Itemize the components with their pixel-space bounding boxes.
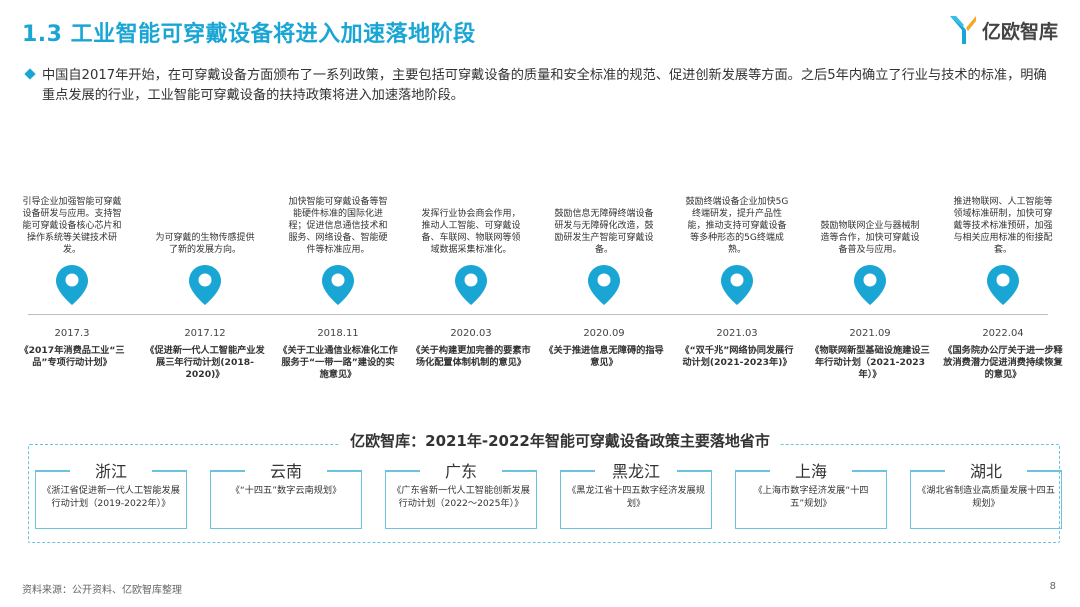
card-border bbox=[852, 470, 886, 472]
card-border bbox=[1027, 470, 1061, 472]
location-pin-icon bbox=[455, 265, 487, 305]
page-number: 8 bbox=[1049, 581, 1056, 592]
location-pin-icon bbox=[322, 265, 354, 305]
card-border bbox=[152, 470, 186, 472]
location-pin-icon bbox=[721, 265, 753, 305]
province-card: 上海《上海市数字经济发展“十四五”规划》 bbox=[735, 458, 887, 529]
logo-text: 亿欧智库 bbox=[981, 20, 1058, 43]
event-date: 2020.03 bbox=[450, 328, 492, 339]
location-pin-icon bbox=[588, 265, 620, 305]
event-description: 鼓励物联网企业与器械制造等合作，加快可穿戴设备普及与应用。 bbox=[820, 221, 920, 255]
event-description: 推进物联网、人工智能等领域标准研制，加快可穿戴等技术标准预研，加强与相关应用标准… bbox=[953, 197, 1053, 255]
province-name: 湖北 bbox=[955, 458, 1017, 482]
card-border bbox=[677, 470, 711, 472]
card-border bbox=[561, 470, 595, 472]
event-policy: 《关于工业通信业标准化工作服务于“一带一路”建设的实施意见》 bbox=[278, 345, 398, 380]
province-policy: 《浙江省促进新一代人工智能发展行动计划（2019-2022年）》 bbox=[42, 485, 180, 509]
event-description: 鼓励终端设备企业加快5G终端研发，提升产品性能，推动支持可穿戴设备等多种形态的5… bbox=[685, 197, 789, 255]
bullet-diamond-icon bbox=[24, 68, 36, 80]
location-pin-icon bbox=[987, 265, 1019, 305]
timeline-axis bbox=[28, 314, 1048, 315]
province-policy: 《湖北省制造业高质量发展十四五规划》 bbox=[917, 485, 1055, 509]
card-border bbox=[327, 470, 361, 472]
province-card: 湖北《湖北省制造业高质量发展十四五规划》 bbox=[910, 458, 1062, 529]
location-pin-icon bbox=[189, 265, 221, 305]
card-border bbox=[386, 470, 420, 472]
card-border bbox=[911, 470, 945, 472]
card-border bbox=[211, 470, 245, 472]
event-description: 引导企业加强智能可穿戴设备研发与应用。支持智能可穿戴设备核心芯片和操作系统等关键… bbox=[22, 197, 122, 255]
province-card: 云南《“十四五”数字云南规划》 bbox=[210, 458, 362, 529]
provinces-title: 亿欧智库：2021年-2022年智能可穿戴设备政策主要落地省市 bbox=[340, 430, 780, 451]
event-date: 2017.12 bbox=[184, 328, 226, 339]
province-name: 黑龙江 bbox=[597, 458, 675, 482]
province-card: 浙江《浙江省促进新一代人工智能发展行动计划（2019-2022年）》 bbox=[35, 458, 187, 529]
location-pin-icon bbox=[854, 265, 886, 305]
card-border bbox=[736, 470, 770, 472]
event-date: 2021.03 bbox=[716, 328, 758, 339]
province-name: 云南 bbox=[255, 458, 317, 482]
event-date: 2021.09 bbox=[849, 328, 891, 339]
page-title: 1.3 工业智能可穿戴设备将进入加速落地阶段 bbox=[22, 22, 476, 47]
intro-paragraph: 中国自2017年开始，在可穿戴设备方面颁布了一系列政策，主要包括可穿戴设备的质量… bbox=[24, 66, 1054, 106]
card-border bbox=[502, 470, 536, 472]
province-card: 广东《广东省新一代人工智能创新发展行动计划（2022～2025年）》 bbox=[385, 458, 537, 529]
province-policy: 《上海市数字经济发展“十四五”规划》 bbox=[753, 485, 869, 509]
logo: 亿欧智库 bbox=[948, 14, 1058, 46]
province-name: 上海 bbox=[780, 458, 842, 482]
province-name: 广东 bbox=[430, 458, 492, 482]
event-date: 2020.09 bbox=[583, 328, 625, 339]
event-description: 发挥行业协会商会作用，推动人工智能、可穿戴设备、车联网、物联网等领域数据采集标准… bbox=[421, 209, 521, 255]
event-policy: 《物联网新型基础设施建设三年行动计划（2021-2023年）》 bbox=[810, 345, 930, 380]
event-policy: 《2017年消费品工业“三品”专项行动计划》 bbox=[19, 345, 125, 368]
province-policy: 《黑龙江省十四五数字经济发展规划》 bbox=[567, 485, 705, 509]
province-policy: 《“十四五”数字云南规划》 bbox=[230, 485, 342, 496]
event-policy: 《“双千兆”网络协同发展行动计划(2021-2023年)》 bbox=[680, 345, 794, 368]
province-name: 浙江 bbox=[80, 458, 142, 482]
location-pin-icon bbox=[56, 265, 88, 305]
event-description: 加快智能可穿戴设备等智能硬件标准的国际化进程；促进信息通信技术和服务、网络设备、… bbox=[288, 197, 388, 255]
event-policy: 《促进新一代人工智能产业发展三年行动计划(2018-2020)》 bbox=[145, 345, 265, 380]
source-note: 资料来源：公开资料、亿欧智库整理 bbox=[22, 585, 182, 596]
event-policy: 《关于构建更加完善的要素市场化配置体制机制的意见》 bbox=[411, 345, 531, 368]
card-border bbox=[36, 470, 70, 472]
province-policy: 《广东省新一代人工智能创新发展行动计划（2022～2025年）》 bbox=[392, 485, 530, 509]
event-policy: 《国务院办公厅关于进一步释放消费潜力促进消费持续恢复的意见》 bbox=[943, 345, 1063, 380]
event-date: 2018.11 bbox=[317, 328, 359, 339]
event-description: 为可穿戴的生物传感提供了新的发展方向。 bbox=[155, 233, 255, 255]
logo-icon bbox=[949, 16, 976, 44]
event-date: 2017.3 bbox=[54, 328, 90, 339]
intro-text: 中国自2017年开始，在可穿戴设备方面颁布了一系列政策，主要包括可穿戴设备的质量… bbox=[42, 68, 1047, 103]
province-card: 黑龙江《黑龙江省十四五数字经济发展规划》 bbox=[560, 458, 712, 529]
event-policy: 《关于推进信息无障碍的指导意见》 bbox=[544, 345, 664, 368]
event-description: 鼓励信息无障碍终端设备研发与无障碍化改造，鼓励研发生产智能可穿戴设备。 bbox=[554, 209, 654, 255]
event-date: 2022.04 bbox=[982, 328, 1024, 339]
